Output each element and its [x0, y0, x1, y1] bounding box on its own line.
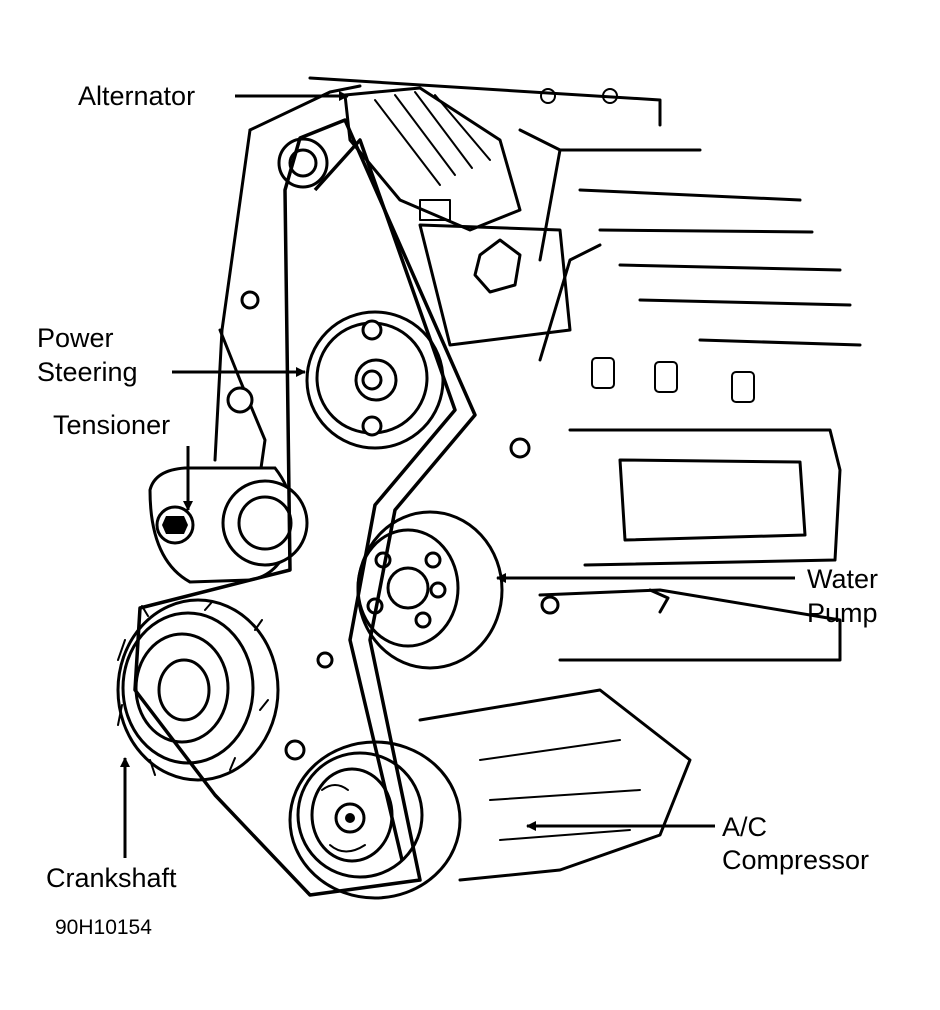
power-steering-label-line2: Steering [37, 357, 138, 387]
serpentine-belt [133, 118, 477, 897]
power-steering-pulley [305, 310, 445, 450]
water-pump-label-line1: Water [807, 564, 878, 594]
callout-leaders [120, 91, 795, 858]
ac-compressor-label-line2: Compressor [722, 845, 869, 875]
water-pump-label-line2: Pump [807, 598, 878, 628]
ac-compressor-pulley [288, 740, 462, 900]
crankshaft-pulley [116, 598, 280, 782]
engine-block [213, 76, 862, 882]
tensioner-assembly [148, 466, 309, 584]
alternator [277, 86, 522, 232]
alternator-label: Alternator [78, 81, 195, 111]
tensioner-label: Tensioner [53, 410, 170, 440]
ac-compressor-label-line1: A/C [722, 812, 767, 842]
power-steering-label-line1: Power [37, 323, 114, 353]
water-pump-pulley [356, 510, 504, 670]
figure-id: 90H10154 [55, 916, 152, 939]
crankshaft-label: Crankshaft [46, 863, 177, 893]
